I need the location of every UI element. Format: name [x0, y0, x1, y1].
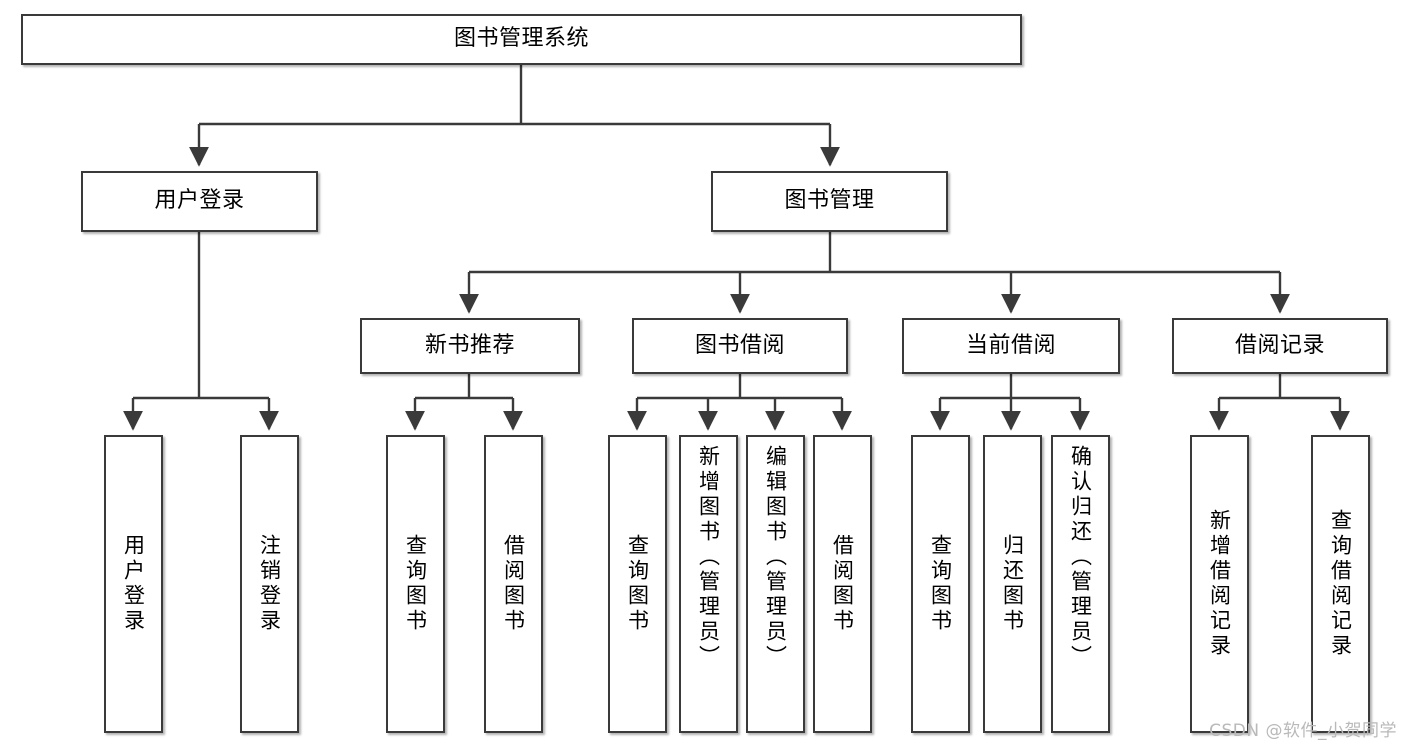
node-root-label: 图书管理系统 [453, 26, 589, 52]
node-leaf-return-book-label: 归还图书 [1000, 534, 1025, 634]
node-current-borrow[interactable]: 当前借阅 [902, 318, 1120, 374]
node-leaf-borrow-book-2[interactable]: 借阅图书 [813, 435, 872, 733]
node-leaf-query-book-2[interactable]: 查询图书 [608, 435, 667, 733]
csdn-watermark: CSDN @软件_小贺同学 [1209, 721, 1397, 741]
node-book-manage-label: 图书管理 [784, 188, 875, 214]
node-user-login-label: 用户登录 [154, 188, 245, 214]
node-leaf-user-login[interactable]: 用户登录 [104, 435, 163, 733]
node-current-borrow-label: 当前借阅 [965, 332, 1056, 358]
node-leaf-user-login-label: 用户登录 [121, 534, 146, 634]
node-leaf-user-logout[interactable]: 注销登录 [240, 435, 299, 733]
node-leaf-add-book[interactable]: 新增图书（管理员） [679, 435, 738, 733]
node-leaf-confirm-return-label: 确认归还（管理员） [1068, 445, 1093, 670]
node-leaf-edit-book-label: 编辑图书（管理员） [763, 445, 788, 670]
node-leaf-edit-book[interactable]: 编辑图书（管理员） [746, 435, 805, 733]
node-book-borrow-label: 图书借阅 [694, 332, 785, 358]
node-leaf-query-book-2-label: 查询图书 [625, 534, 650, 634]
node-leaf-query-record-label: 查询借阅记录 [1328, 509, 1353, 659]
node-leaf-query-book-1-label: 查询图书 [403, 534, 428, 634]
node-leaf-query-book-1[interactable]: 查询图书 [386, 435, 445, 733]
node-leaf-query-record[interactable]: 查询借阅记录 [1311, 435, 1370, 733]
node-root[interactable]: 图书管理系统 [21, 14, 1022, 65]
node-user-login[interactable]: 用户登录 [81, 171, 318, 232]
node-leaf-user-logout-label: 注销登录 [257, 534, 282, 634]
node-leaf-borrow-book-1[interactable]: 借阅图书 [484, 435, 543, 733]
node-leaf-query-book-3[interactable]: 查询图书 [911, 435, 970, 733]
node-leaf-add-record-label: 新增借阅记录 [1207, 509, 1232, 659]
node-leaf-borrow-book-1-label: 借阅图书 [501, 534, 526, 634]
node-leaf-return-book[interactable]: 归还图书 [983, 435, 1042, 733]
node-leaf-add-book-label: 新增图书（管理员） [696, 445, 721, 670]
node-leaf-query-book-3-label: 查询图书 [928, 534, 953, 634]
node-new-book-rec[interactable]: 新书推荐 [360, 318, 580, 374]
node-borrow-record[interactable]: 借阅记录 [1172, 318, 1388, 374]
node-leaf-add-record[interactable]: 新增借阅记录 [1190, 435, 1249, 733]
node-book-manage[interactable]: 图书管理 [711, 171, 948, 232]
node-leaf-borrow-book-2-label: 借阅图书 [830, 534, 855, 634]
node-book-borrow[interactable]: 图书借阅 [632, 318, 848, 374]
node-new-book-rec-label: 新书推荐 [424, 332, 515, 358]
node-borrow-record-label: 借阅记录 [1234, 332, 1325, 358]
node-leaf-confirm-return[interactable]: 确认归还（管理员） [1051, 435, 1110, 733]
